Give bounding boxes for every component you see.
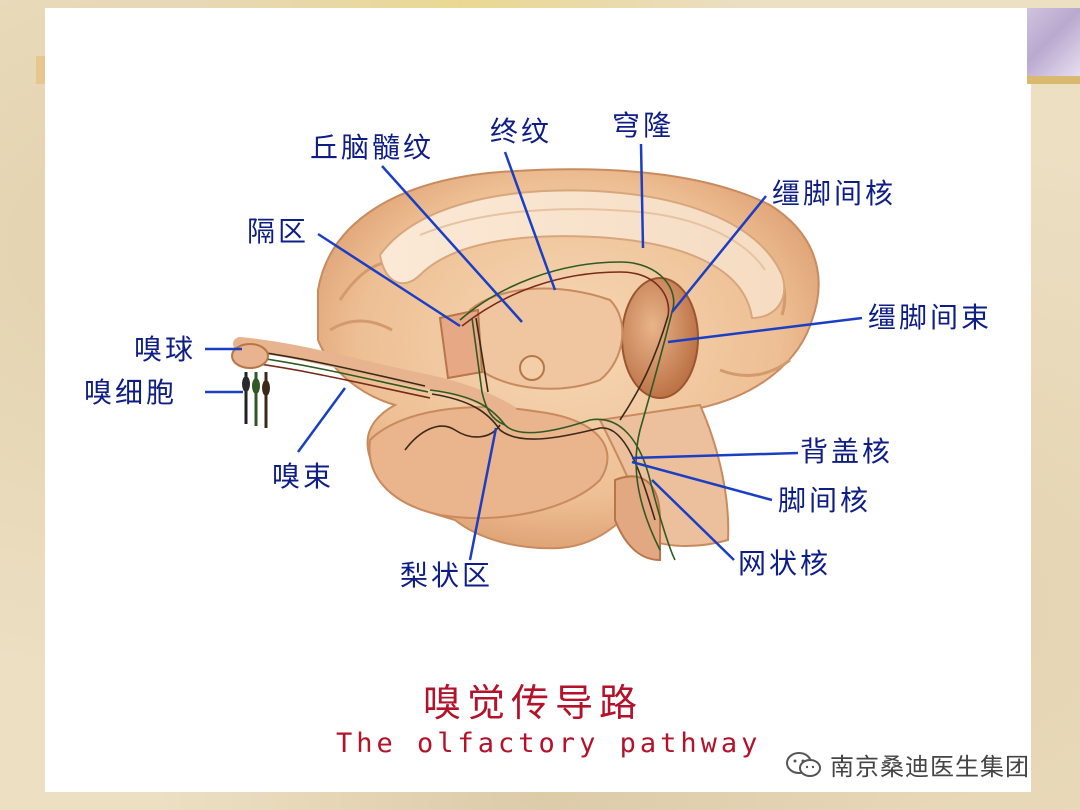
label-reticular-nucleus: 网状核 bbox=[738, 547, 832, 580]
watermark-text: 南京桑迪医生集团 bbox=[830, 753, 1030, 781]
olfactory-cells bbox=[242, 372, 270, 428]
corner-decoration-bar bbox=[1027, 76, 1080, 84]
figure-title-chinese: 嗅觉传导路 bbox=[423, 681, 644, 725]
top-decor-strip bbox=[190, 0, 730, 8]
mammillary-body bbox=[519, 355, 545, 381]
label-olfactory-cells: 嗅细胞 bbox=[84, 376, 178, 409]
olfactory-tract-core bbox=[244, 361, 431, 399]
label-thalamic-striae: 丘脑髓纹 bbox=[310, 131, 435, 164]
label-olfactory-bulb: 嗅球 bbox=[134, 333, 197, 366]
cortex-fold bbox=[719, 358, 791, 377]
label-olfactory-tract: 嗅束 bbox=[272, 460, 335, 493]
figure-title-english: The olfactory pathway bbox=[336, 728, 762, 759]
thalamus bbox=[621, 277, 699, 399]
label-septal-area: 隔区 bbox=[247, 215, 310, 248]
pathway-fibers bbox=[404, 261, 676, 561]
wechat-icon bbox=[786, 751, 821, 777]
septal-area-block bbox=[438, 308, 484, 380]
label-habenulo-interpeduncular-tract: 缰脚间束 bbox=[868, 301, 993, 334]
corpus-callosum bbox=[378, 189, 786, 320]
label-interpeduncular-nucleus: 脚间核 bbox=[778, 484, 872, 517]
label-stria-terminalis: 终纹 bbox=[490, 115, 553, 148]
watermark: 南京桑迪医生集团 bbox=[784, 747, 1030, 782]
left-decor-mark bbox=[36, 56, 46, 84]
label-tegmental-nucleus: 背盖核 bbox=[800, 435, 894, 468]
cortex-fold bbox=[329, 319, 393, 332]
brainstem-lower bbox=[614, 475, 661, 562]
olfactory-bulb bbox=[231, 343, 269, 369]
leader-lines bbox=[205, 143, 863, 561]
label-fornix: 穹隆 bbox=[612, 109, 675, 142]
label-piriform-area: 梨状区 bbox=[400, 559, 494, 592]
corner-decoration-image bbox=[1027, 8, 1080, 76]
callosum-striation bbox=[419, 208, 766, 271]
label-interpeduncular-nucleus-upper: 缰脚间核 bbox=[772, 177, 897, 210]
